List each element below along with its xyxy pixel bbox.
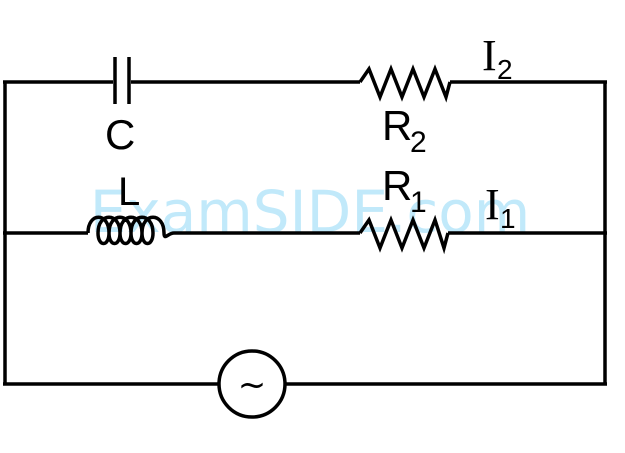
svg-text:2: 2 bbox=[497, 54, 513, 85]
resistor-r1-symbol bbox=[358, 214, 450, 255]
resistor-r2-label: R 2 bbox=[382, 102, 427, 159]
svg-text:1: 1 bbox=[410, 186, 427, 219]
svg-text:I: I bbox=[485, 180, 500, 229]
watermark-text: ExamSIDE.com bbox=[90, 178, 531, 246]
resistor-r2-symbol bbox=[358, 64, 452, 103]
svg-text:R: R bbox=[382, 162, 412, 209]
inductor-label: L bbox=[118, 170, 140, 214]
svg-text:R: R bbox=[382, 102, 412, 149]
resistor-r1-label: R 1 bbox=[382, 162, 427, 219]
capacitor-symbol bbox=[113, 57, 131, 104]
svg-text:2: 2 bbox=[410, 126, 427, 159]
ac-source-tilde: ~ bbox=[238, 365, 267, 405]
current-i2-label: I 2 bbox=[482, 31, 513, 85]
inductor-symbol bbox=[86, 215, 175, 246]
capacitor-label: C bbox=[105, 111, 135, 158]
svg-text:1: 1 bbox=[500, 203, 516, 234]
current-i1-label: I 1 bbox=[485, 180, 516, 234]
svg-text:I: I bbox=[482, 31, 497, 80]
